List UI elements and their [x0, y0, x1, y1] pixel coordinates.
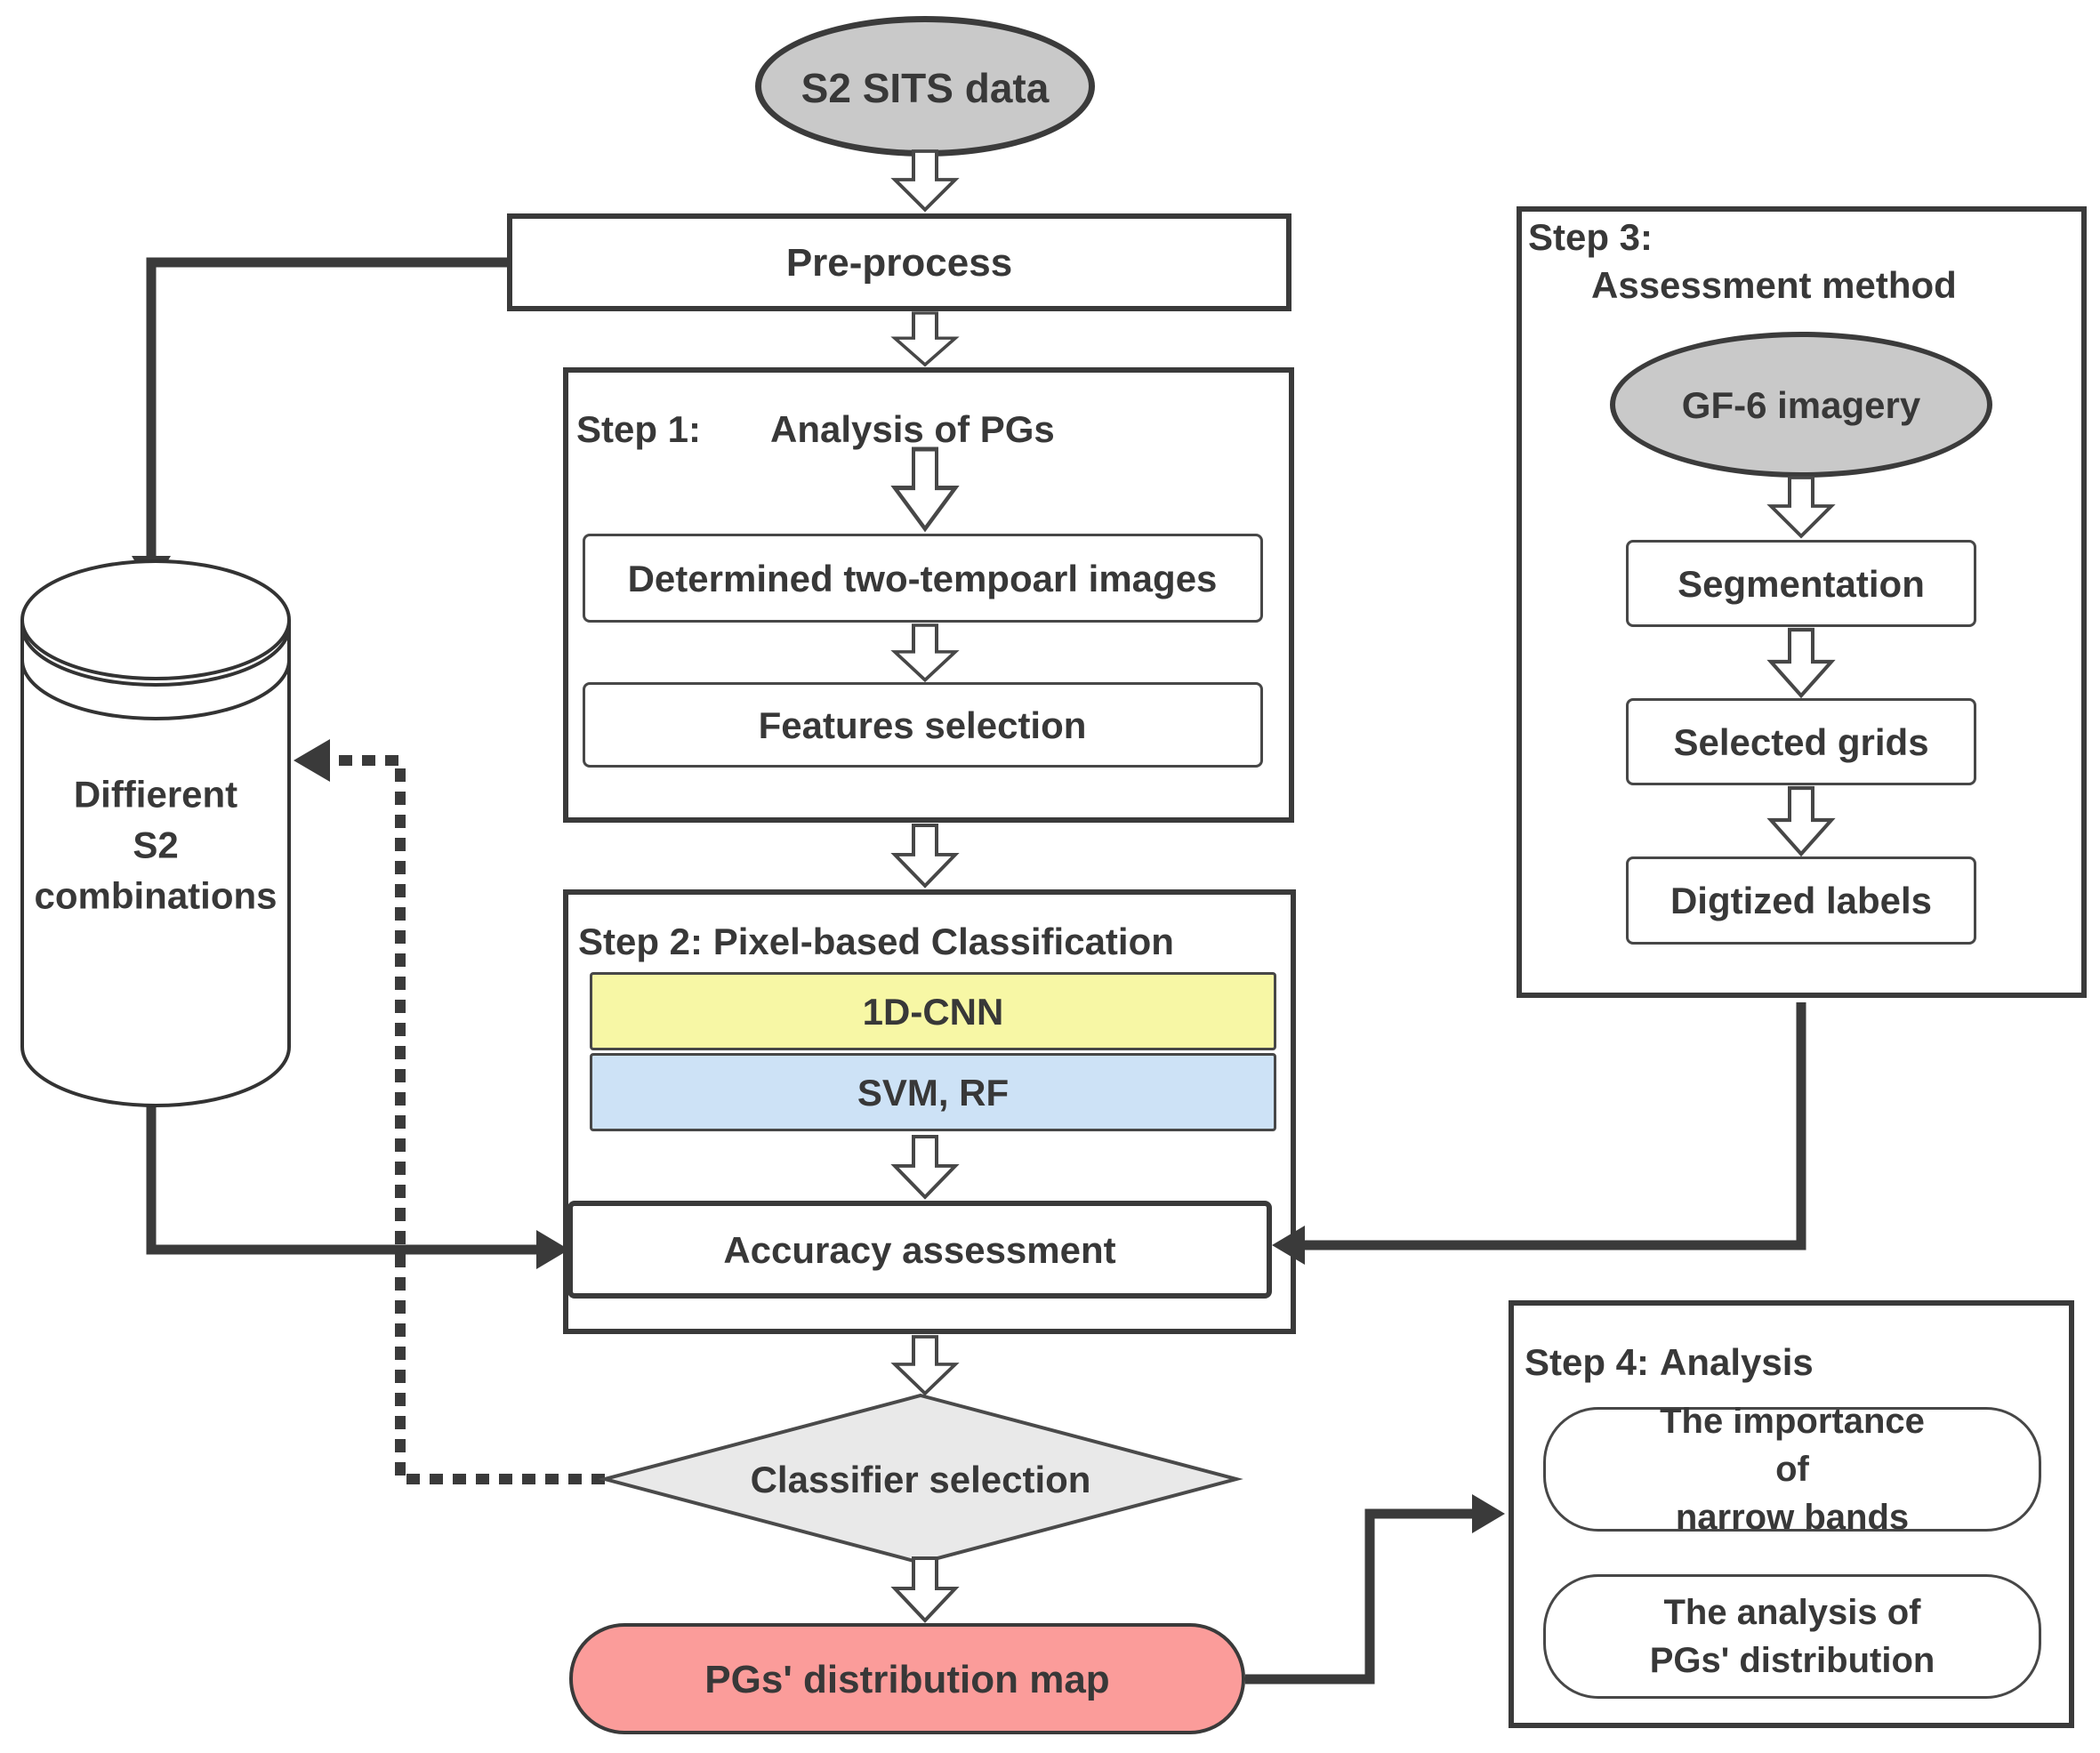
cnn-box — [590, 972, 1276, 1050]
step1-title: Analysis of PGs — [770, 408, 1055, 450]
distribution-map-node — [569, 1623, 1245, 1734]
importance-label: The importance of narrow bands — [1638, 1397, 1946, 1541]
s2-sits-label: S2 SITS data — [801, 65, 1050, 111]
cylinder-label-line2: S2 — [133, 824, 179, 866]
feedback-dashed-arrow — [326, 755, 605, 1484]
selected-grids-box — [1626, 698, 1976, 785]
flow-arrow — [1771, 788, 1831, 854]
analysis-box — [1543, 1574, 2041, 1699]
flow-arrow — [893, 1135, 957, 1199]
s2-combinations-cylinder — [20, 559, 291, 1107]
step4-title: Analysis — [1660, 1341, 1814, 1383]
svm-rf-box — [590, 1053, 1276, 1131]
preprocess-box — [507, 213, 1291, 311]
arrowhead-left-icon — [1272, 1226, 1305, 1265]
flow-arrow — [1771, 630, 1831, 696]
accuracy-label: Accuracy assessment — [723, 1229, 1116, 1271]
gf6-ellipse — [1610, 332, 1992, 478]
determined-images-box — [583, 534, 1263, 623]
flow-arrow — [1769, 476, 1833, 538]
importance-label-line1: The importance of — [1660, 1402, 1925, 1489]
features-selection-label: Features selection — [758, 704, 1087, 746]
step3-title: Assessment method — [1591, 264, 1957, 306]
segmentation-box — [1626, 540, 1976, 627]
connector-map-to-step4 — [1245, 1508, 1476, 1685]
accuracy-box — [567, 1201, 1272, 1299]
determined-images-label: Determined two-tempoarl images — [627, 558, 1218, 599]
segmentation-label: Segmentation — [1678, 563, 1925, 605]
distribution-map-label: PGs' distribution map — [704, 1658, 1110, 1701]
connector-step3-to-accuracy — [1302, 1002, 1806, 1250]
flow-arrow — [893, 623, 957, 682]
cylinder-label-line3: combinations — [34, 874, 278, 917]
flow-arrow — [893, 149, 957, 212]
solid-arrowheads — [132, 556, 1505, 1533]
digitized-labels-label: Digtized labels — [1670, 880, 1933, 921]
gf6-label: GF-6 imagery — [1681, 384, 1921, 426]
preprocess-label: Pre-process — [785, 241, 1013, 285]
arrowhead-right-icon — [1472, 1494, 1505, 1533]
features-selection-box — [583, 682, 1263, 768]
importance-label-line2: narrow bands — [1675, 1498, 1910, 1537]
analysis-label-line2: PGs' distribution — [1649, 1641, 1935, 1680]
cylinder-label-line1: Diffierent — [73, 773, 238, 816]
step3-prefix: Step 3: — [1528, 216, 1653, 258]
importance-box — [1543, 1407, 2041, 1532]
cylinder-rim-icon — [20, 625, 291, 687]
svm-rf-label: SVM, RF — [857, 1072, 1010, 1114]
selected-grids-label: Selected grids — [1673, 721, 1929, 763]
digitized-labels-box — [1626, 856, 1976, 945]
classifier-label: Classifier selection — [750, 1459, 1091, 1500]
cylinder-rim-icon — [20, 659, 291, 720]
step4-prefix: Step 4: — [1525, 1341, 1650, 1383]
flow-arrow — [895, 449, 955, 529]
analysis-label: The analysis of PGs' distribution — [1650, 1588, 1935, 1685]
flow-arrow — [893, 824, 957, 888]
connector-preprocess-to-cylinder — [146, 257, 507, 562]
step2-title: Step 2: Pixel-based Classification — [578, 921, 1174, 962]
cnn-label: 1D-CNN — [862, 991, 1004, 1033]
connector-cylinder-to-accuracy — [146, 1103, 539, 1255]
arrowhead-left-icon — [294, 739, 330, 782]
analysis-label-line1: The analysis of — [1663, 1593, 1921, 1632]
step1-prefix: Step 1: — [576, 408, 702, 450]
cylinder-top-icon — [20, 559, 291, 680]
flow-arrow — [893, 1335, 957, 1395]
solid-connectors — [146, 257, 1806, 1685]
flow-arrow — [893, 311, 957, 367]
flow-arrow — [893, 1556, 957, 1622]
arrowhead-right-icon — [536, 1230, 569, 1269]
cylinder-label: Diffierent S2 combinations — [34, 769, 277, 921]
